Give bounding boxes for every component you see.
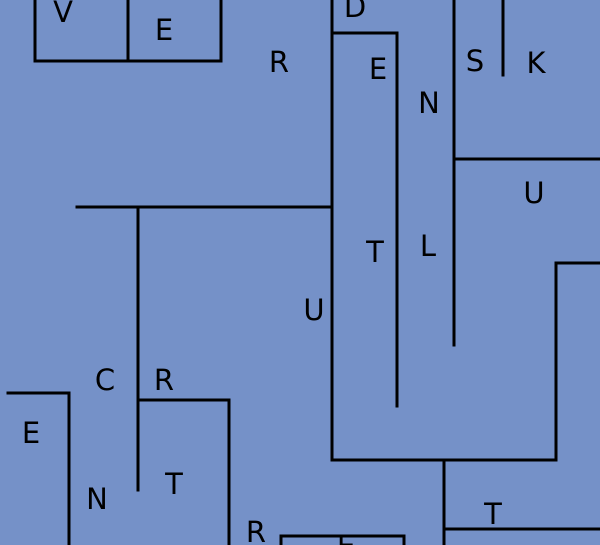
maze-letter: V [53,0,73,29]
maze-letter: L [420,229,436,263]
maze-letter: R [269,45,289,79]
maze-letter: E [337,529,355,545]
maze-letter: R [246,515,266,545]
maze-letter: T [365,235,384,269]
maze-letter: D [344,0,366,24]
maze-letter: E [369,52,387,86]
maze-letter: S [466,44,484,78]
maze-letter: K [526,46,546,80]
maze-letter: T [483,497,502,531]
maze-letter: U [303,293,324,327]
maze-letter: U [523,176,544,210]
maze-letter: E [155,13,173,47]
maze-letter: N [86,482,108,516]
maze-letter: C [95,363,115,397]
maze-letter: T [164,467,183,501]
maze-letter: E [22,416,40,450]
maze-letter: N [418,86,440,120]
maze-letter: R [154,363,174,397]
